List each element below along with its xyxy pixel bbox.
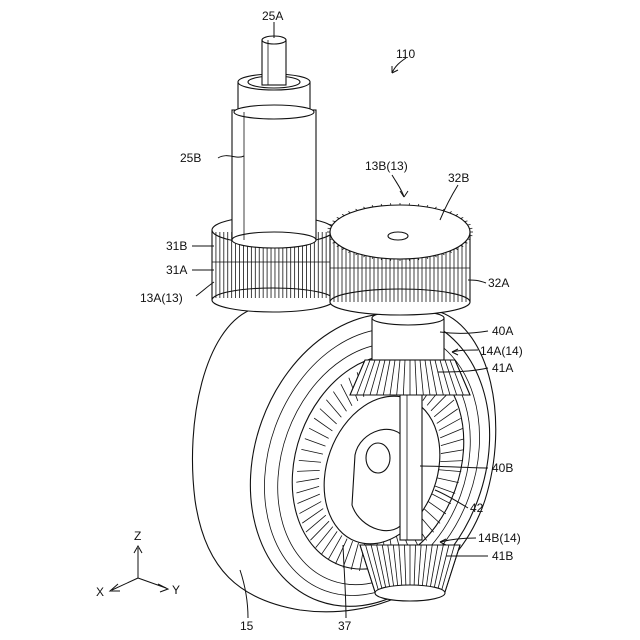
label-37: 37 (338, 619, 352, 633)
axis-triad (110, 546, 168, 592)
label-41A: 41A (492, 361, 513, 375)
label-40B: 40B (492, 461, 513, 475)
axis-label-y: Y (172, 583, 180, 597)
label-25B: 25B (180, 151, 201, 165)
label-110: 110 (396, 47, 415, 61)
label-13B: 13B(13) (365, 159, 408, 173)
label-13A: 13A(13) (140, 291, 183, 305)
label-31A: 31A (166, 263, 187, 277)
label-15: 15 (240, 619, 254, 633)
label-32A: 32A (488, 276, 509, 290)
label-42: 42 (470, 501, 484, 515)
axis-label-x: X (96, 585, 104, 599)
bevel-gear-41B (360, 545, 460, 601)
label-31B: 31B (166, 239, 187, 253)
label-40A: 40A (492, 324, 513, 338)
label-25A: 25A (262, 9, 283, 23)
label-41B: 41B (492, 549, 513, 563)
wheel-15 (192, 280, 529, 640)
shaft-25 (232, 36, 316, 248)
shaft-40 (400, 385, 422, 540)
gear-32 (327, 203, 473, 315)
label-32B: 32B (448, 171, 469, 185)
label-14A: 14A(14) (480, 344, 523, 358)
label-14B: 14B(14) (478, 531, 521, 545)
axis-label-z: Z (134, 529, 141, 543)
